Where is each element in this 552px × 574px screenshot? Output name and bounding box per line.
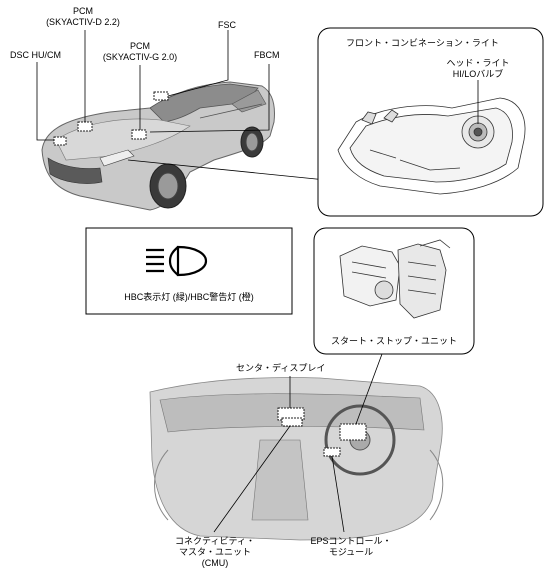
fsc-label: FSC (218, 20, 236, 30)
pcm-gas-label: PCM (SKYACTIV-G 2.0) (92, 41, 188, 63)
hbc-indicator-label: HBC表示灯 (緑)/HBC警告灯 (橙) (124, 292, 254, 302)
cmu-marker (281, 417, 303, 427)
eps-label-line2: モジュール (328, 547, 374, 557)
cmu-label: コネクティビティ・ マスタ・ユニット (CMU) (160, 536, 270, 569)
headlight-label: ヘッド・ライト HI/LOバルブ (436, 58, 520, 80)
front-combination-light-label: フロント・コンビネーション・ライト (346, 38, 499, 48)
pcm-gas-label-line2: (SKYACTIV-G 2.0) (102, 52, 178, 62)
hbc-icon (146, 245, 208, 277)
car-illustration (41, 81, 275, 211)
start-stop-marker (339, 423, 367, 441)
car-leader-lines (36, 30, 327, 181)
fbcm-label: FBCM (254, 50, 280, 60)
cmu-label-line3: (CMU) (201, 558, 229, 568)
pcm-diesel-marker (77, 121, 93, 132)
pcm-gas-marker (131, 129, 147, 140)
pcm-gas-label-line1: PCM (130, 41, 150, 51)
interior-leader-lines (213, 353, 383, 533)
eps-label: EPSコントロール・ モジュール (296, 536, 406, 558)
center-display-label: センタ・ディスプレイ (236, 363, 326, 373)
dsc-hu-cm-marker (53, 136, 67, 146)
hbc-indicator-box (85, 227, 293, 315)
headlight-label-line2: HI/LOバルブ (452, 69, 504, 79)
headlight-label-line1: ヘッド・ライト (446, 58, 510, 68)
start-stop-unit-illustration (339, 239, 451, 319)
eps-marker (323, 447, 341, 457)
cmu-label-line1: コネクティビティ・ (175, 536, 255, 546)
cmu-label-line2: マスタ・ユニット (178, 547, 251, 557)
start-stop-unit-label: スタート・ストップ・ユニット (330, 336, 457, 346)
eps-label-line1: EPSコントロール・ (310, 536, 392, 546)
fsc-marker (153, 91, 169, 101)
pcm-diesel-label: PCM (SKYACTIV-D 2.2) (38, 6, 128, 28)
dsc-hu-cm-label: DSC HU/CM (10, 50, 61, 60)
interior-illustration (149, 377, 444, 541)
pcm-diesel-label-line2: (SKYACTIV-D 2.2) (46, 17, 120, 27)
pcm-diesel-label-line1: PCM (73, 6, 93, 16)
